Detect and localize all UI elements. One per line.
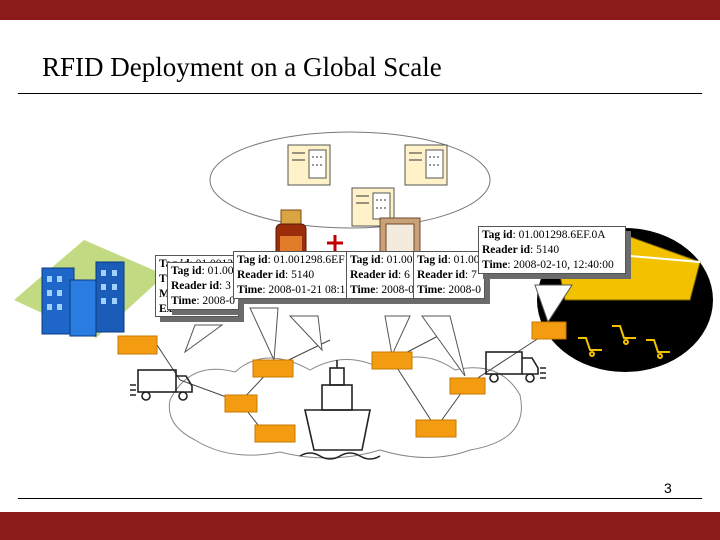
callout-pointers xyxy=(183,284,573,377)
callout-value: : 2008-01-21 08:1 xyxy=(262,284,346,296)
callout-label: Ti xyxy=(159,273,170,285)
cargo-ship-icon xyxy=(299,360,381,460)
callout-value: : 3 xyxy=(219,280,231,292)
callout-label: Tag id xyxy=(417,254,448,266)
network-links xyxy=(156,331,549,431)
page-number: 3 xyxy=(664,480,672,496)
database-server-icon xyxy=(404,144,448,186)
callout-label: Time xyxy=(417,284,443,296)
callout-value: : 01.00 xyxy=(380,254,413,266)
reader-node xyxy=(371,351,413,370)
callout-value: : 01.001298.6EF xyxy=(267,254,345,266)
callout-label: Time xyxy=(350,284,376,296)
footer-divider xyxy=(18,498,702,499)
truck-icon xyxy=(130,369,193,401)
reader-node xyxy=(224,394,258,413)
backend-cloud xyxy=(209,131,491,229)
callout-label: M xyxy=(159,288,170,300)
callout-label: Tag id xyxy=(350,254,381,266)
bottom-accent-bar xyxy=(0,512,720,540)
callout-value: : 2008-02-10, 12:40:00 xyxy=(507,259,614,271)
reader-node xyxy=(531,321,567,340)
callout-value: : 01.001298.6EF.0A xyxy=(512,229,606,241)
database-server-icon xyxy=(287,144,331,186)
callout-label: Tag id xyxy=(237,254,268,266)
callout-label: Reader id xyxy=(417,269,466,281)
reader-node xyxy=(117,335,158,355)
database-server-icon xyxy=(351,187,395,227)
rfid-event-callout: Tag id: 01.00 Reader id: 6 Time: 2008-0 xyxy=(346,251,418,299)
reader-node xyxy=(252,359,294,378)
callout-label: Reader id xyxy=(350,269,399,281)
callout-label: Reader id xyxy=(482,244,531,256)
rfid-event-callout: Tag id: 01.001298.6EF.0A Reader id: 5140… xyxy=(478,226,626,274)
callout-label: Time xyxy=(237,284,263,296)
office-building-icon xyxy=(14,240,165,338)
callout-label: Tag id xyxy=(482,229,513,241)
callout-value: : 2008-0 xyxy=(196,295,235,307)
reader-nodes xyxy=(117,321,567,443)
distribution-network-cloud xyxy=(168,356,522,459)
rfid-event-callout: Tag id: 01.001298.6EF Reader id: 5140 Ti… xyxy=(233,251,351,299)
callout-label: Reader id xyxy=(171,280,220,292)
callout-value: : 5140 xyxy=(530,244,560,256)
callout-label: Time xyxy=(171,295,197,307)
slide-title: RFID Deployment on a Global Scale xyxy=(42,52,442,82)
callout-value: : 2008-0 xyxy=(375,284,414,296)
callout-value: : 2008-0 xyxy=(442,284,481,296)
callout-value: : 5140 xyxy=(285,269,315,281)
rfid-event-callout: Tag id: 01.00 Reader id: 3 Time: 2008-0 xyxy=(167,262,239,310)
red-cross-icon xyxy=(327,235,343,251)
rfid-event-callout: Tag id: 01.00 Reader id: 7 Time: 2008-0 xyxy=(413,251,485,299)
reader-node xyxy=(449,377,486,395)
truck-icon xyxy=(485,351,546,383)
top-accent-bar xyxy=(0,0,720,20)
callout-label: Tag id xyxy=(171,265,202,277)
callout-value: : 01.00 xyxy=(201,265,234,277)
callout-label: Reader id xyxy=(237,269,286,281)
callout-value: : 6 xyxy=(398,269,410,281)
callout-label: Time xyxy=(482,259,508,271)
title-divider xyxy=(18,93,702,94)
reader-node xyxy=(415,419,457,438)
callout-value: : 7 xyxy=(465,269,477,281)
reader-node xyxy=(254,424,296,443)
callout-value: : 01.00 xyxy=(447,254,480,266)
